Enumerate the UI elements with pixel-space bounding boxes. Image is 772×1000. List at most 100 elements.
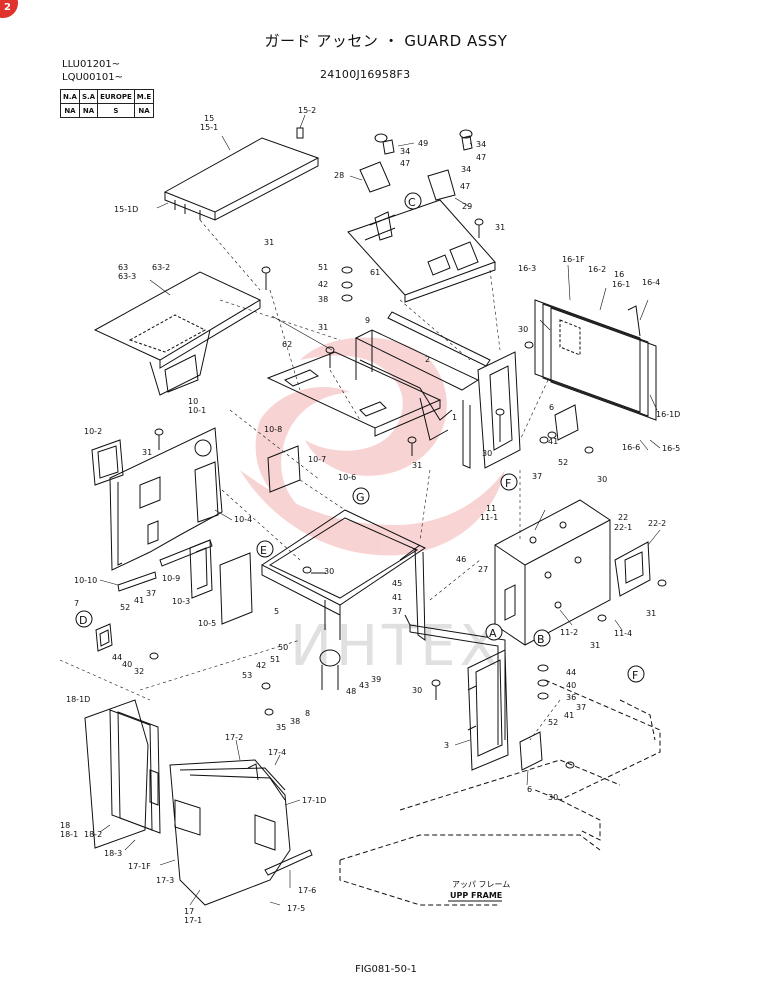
part-label: 8: [305, 709, 310, 718]
part-label: 30: [518, 325, 528, 334]
part-label: 37: [576, 703, 586, 712]
part-label: 16-1D: [656, 410, 680, 419]
part-17-panel: [169, 759, 313, 906]
page-number-badge: 2: [0, 0, 18, 18]
part-label: 28: [334, 171, 344, 180]
part-label: 50: [278, 643, 288, 652]
region-value-me: NA: [133, 103, 155, 118]
part-label: 17-2: [225, 733, 243, 742]
part-label: 31: [495, 223, 505, 232]
callout-markers: A B C D E F F: [75, 192, 645, 683]
callout-g-letter: G: [356, 491, 365, 504]
figure-code: FIG081-50-1: [355, 964, 417, 975]
part-10-left-panel: [91, 427, 223, 571]
part-label: 46: [456, 555, 466, 564]
part-label: 40: [122, 660, 132, 669]
part-label: 16-1: [612, 280, 630, 289]
part-label: 37: [146, 589, 156, 598]
region-header-europe: EUROPE: [97, 89, 135, 104]
part-label: 44: [566, 668, 576, 677]
callout-f-lower: F: [627, 665, 645, 683]
part-label: 39: [371, 675, 381, 684]
part-label: 5: [274, 607, 279, 616]
part-label: 52: [548, 718, 558, 727]
part-3-frame: [404, 614, 509, 771]
part-15-cover: [163, 127, 320, 221]
part-label: 10-5: [198, 619, 216, 628]
callout-e: E: [256, 540, 274, 558]
part-label: 43: [359, 681, 369, 690]
callout-b: B: [533, 629, 551, 647]
part-label: 10-3: [172, 597, 190, 606]
part-9-frame: [354, 329, 480, 441]
part-label: 11: [486, 504, 496, 513]
line-art: [59, 114, 667, 906]
part-label: 34: [400, 147, 410, 156]
part-label: 18-2: [84, 830, 102, 839]
part-label: 17: [184, 907, 194, 916]
part-2-bar-62-panel: [266, 311, 491, 437]
part-label: 7: [74, 599, 79, 608]
region-value-sa: NA: [78, 103, 99, 118]
part-label: 6: [549, 403, 554, 412]
part-label: 27: [478, 565, 488, 574]
part-label: 42: [256, 661, 266, 670]
watermark-swirl-3: [255, 387, 350, 515]
part-label: 17-1: [184, 916, 202, 925]
page-number-text: 2: [4, 2, 11, 13]
part-label: 15-1D: [114, 205, 138, 214]
part-61-upper-plate: [347, 199, 496, 303]
part-label: 2: [425, 355, 430, 364]
part-label: 30: [482, 449, 492, 458]
callout-d-letter: D: [79, 614, 87, 627]
part-label: 30: [412, 686, 422, 695]
part-label: 31: [264, 238, 274, 247]
part-label: 11-2: [560, 628, 578, 637]
part-label: 1: [452, 413, 457, 422]
region-header-row: N.A S.A EUROPE M.E: [60, 89, 155, 104]
part-label: 17-5: [287, 904, 305, 913]
callout-c-letter: C: [408, 196, 416, 209]
part-7-bracket: [95, 623, 113, 652]
part-label: 6: [527, 785, 532, 794]
part-label: 18-3: [104, 849, 122, 858]
part-label: 11-4: [614, 629, 632, 638]
part-label: 31: [646, 609, 656, 618]
part-label: 10-6: [338, 473, 356, 482]
serial-range-2: LQU00101~: [62, 72, 123, 83]
callout-g: G: [352, 487, 370, 505]
part-label: 30: [324, 567, 334, 576]
part-18-door: [84, 699, 161, 849]
callout-b-letter: B: [537, 633, 545, 646]
part-label: 10-4: [234, 515, 252, 524]
part-label: 16-5: [662, 444, 680, 453]
part-label: 31: [142, 448, 152, 457]
watermark-swirl-2: [240, 470, 505, 556]
part-label: 10-10: [74, 576, 97, 585]
watermark-swirl: [300, 337, 447, 476]
part-label: 41: [392, 593, 402, 602]
callout-d: D: [75, 610, 93, 628]
callout-f-lower-letter: F: [632, 669, 638, 682]
part-number-labels: 15 15-1 15-2 15-1D 49 34 47 28 34 47 34 …: [60, 106, 680, 925]
part-63-plate: [93, 271, 262, 396]
callout-f-upper: F: [500, 473, 518, 491]
part-label: 34: [476, 140, 486, 149]
part-label: 18: [60, 821, 70, 830]
part-label: 35: [276, 723, 286, 732]
part-label: 18-1: [60, 830, 78, 839]
part-label: 9: [365, 316, 370, 325]
part-label: 45: [392, 579, 402, 588]
part-label: 51: [318, 263, 328, 272]
part-label: 22: [618, 513, 628, 522]
label-leaders: [99, 114, 661, 906]
part-label: 10-7: [308, 455, 326, 464]
part-label: 34: [461, 165, 471, 174]
part-label: 52: [558, 458, 568, 467]
part-label: 31: [318, 323, 328, 332]
part-label: 16: [614, 270, 624, 279]
part-label: 62: [282, 340, 292, 349]
part-label: 47: [400, 159, 410, 168]
